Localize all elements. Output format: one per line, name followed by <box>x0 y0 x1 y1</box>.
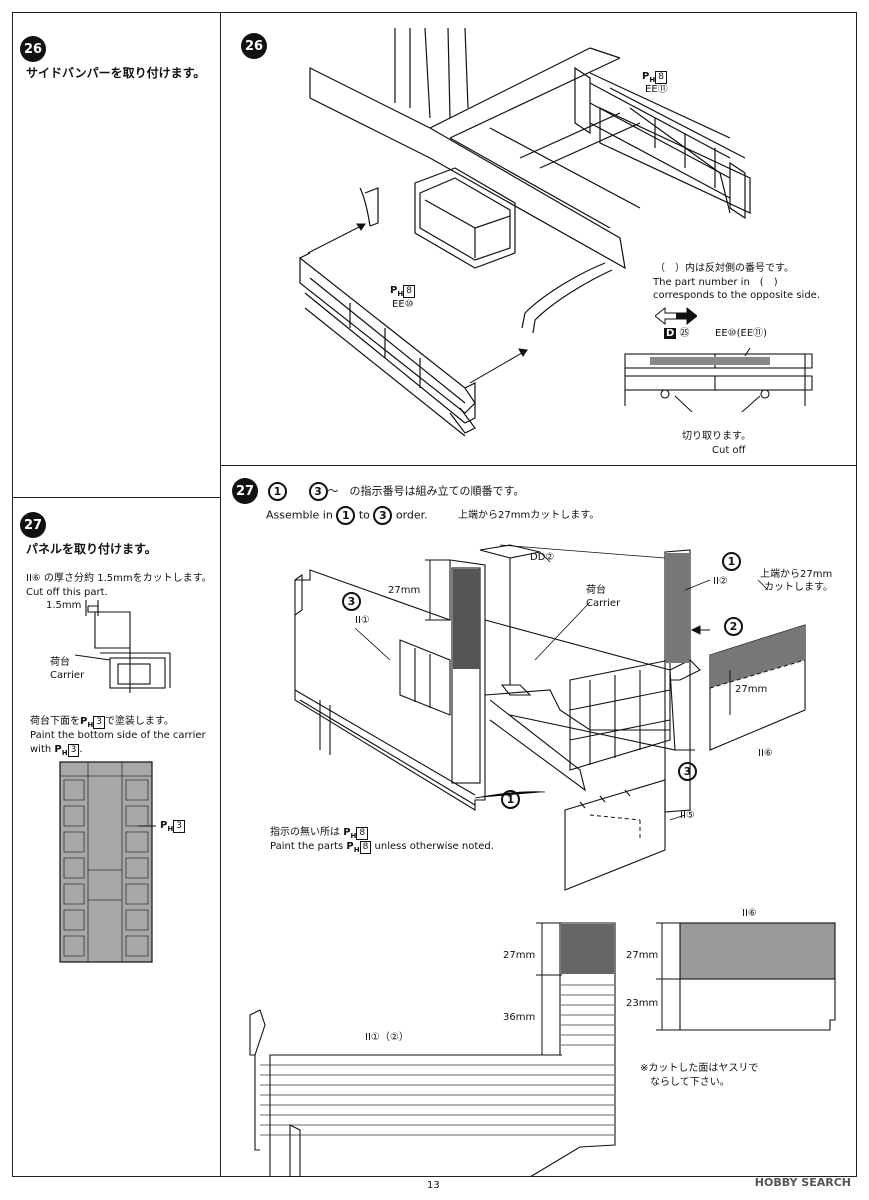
sanding-note-2: ならして下さい。 <box>650 1077 730 1088</box>
carrier-edge-detail <box>74 600 171 693</box>
dd-part-label: DD② <box>530 552 555 563</box>
template-part-label: II①（②） <box>365 1032 409 1043</box>
ii1-part-label: II① <box>355 615 370 626</box>
opposite-side-note-jp: （ ）内は反対側の番号です。 <box>655 263 794 274</box>
ii5-part-label: II⑤ <box>680 810 695 821</box>
right-cut-note-1: 上端から27mm <box>760 569 833 580</box>
thickness-note-jp: II⑥ の厚さ分約 1.5mmをカットします。 <box>26 573 212 584</box>
cut-off-jp: 切り取ります。 <box>682 431 751 442</box>
sanding-note-1: ※カットした面はヤスリで <box>640 1063 759 1074</box>
template-dim-27: 27mm <box>503 950 536 961</box>
detail-d-label: D ㉕ <box>664 328 690 339</box>
carrier-label-jp-right: 荷台 <box>586 585 606 596</box>
order-marker-2: 2 <box>724 617 743 636</box>
assembly-order-en: Assemble in 1 to 3 order. <box>266 506 428 525</box>
carrier-label-jp: 荷台 <box>50 657 70 668</box>
carrier-label-en-right: Carrier <box>586 598 621 609</box>
bumper-cut-detail <box>624 347 813 412</box>
panel-ii1-cut-template <box>249 922 616 1177</box>
ii2-part-label: II② <box>713 576 728 587</box>
opposite-side-note-en-1: The part number in ( ) <box>653 277 778 288</box>
thickness-dim: 1.5mm <box>46 600 82 611</box>
direction-arrow-icon <box>655 306 697 326</box>
lower-bumper-part-label: EE⑩ <box>392 299 414 310</box>
page-number: 13 <box>427 1180 440 1191</box>
right-cut-note-2: カットします。 <box>764 582 833 593</box>
top-cut-note: 上端から27mmカットします。 <box>458 510 600 521</box>
step-26-title: サイドバンパーを取り付けます。 <box>26 66 206 80</box>
ii6-part-label: II⑥ <box>758 748 773 759</box>
ii6-dim-27: 27mm <box>626 950 659 961</box>
carrier-bottom-drawing <box>59 761 156 963</box>
right-section-divider <box>221 465 857 466</box>
dim-27-right: 27mm <box>735 684 768 695</box>
order-marker-1-bottom: 1 <box>501 790 520 809</box>
step-26-badge-left: 26 <box>20 36 46 62</box>
assembly-order-jp: 1 3～ の指示番号は組み立ての順番です。 <box>268 482 524 501</box>
page-frame <box>12 12 857 1177</box>
step-27-badge-right: 27 <box>232 478 258 504</box>
template-dim-36: 36mm <box>503 1012 536 1023</box>
ii6-detail-label: II⑥ <box>742 908 757 919</box>
order-marker-3-bottom: 3 <box>678 762 697 781</box>
step-26-badge-right: 26 <box>241 33 267 59</box>
panel-ii6-cut-detail <box>656 922 836 1031</box>
opposite-side-note-en-2: corresponds to the opposite side. <box>653 290 820 301</box>
left-section-divider <box>12 497 220 498</box>
watermark: HOBBY SEARCH <box>754 1176 851 1189</box>
carrier-assembly-drawing <box>294 544 806 891</box>
thickness-note-en: Cut off this part. <box>26 587 108 598</box>
dim-27-left: 27mm <box>388 585 421 596</box>
step-27-badge-left: 27 <box>20 512 46 538</box>
order-marker-3-left: 3 <box>342 592 361 611</box>
detail-ee-label: EE⑩(EE⑪) <box>715 328 768 339</box>
step-27-title: パネルを取り付けます。 <box>26 542 157 556</box>
paint-bottom-note-en-1: Paint the bottom side of the carrier <box>30 730 206 741</box>
cut-off-en: Cut off <box>712 445 746 456</box>
order-marker-1-top: 1 <box>722 552 741 571</box>
carrier-label-en: Carrier <box>50 670 85 681</box>
ii6-dim-23: 23mm <box>626 998 659 1009</box>
upper-bumper-part-label: EE⑪ <box>645 84 668 95</box>
column-divider <box>220 12 221 1177</box>
bumper-assembly-drawing <box>299 28 751 437</box>
